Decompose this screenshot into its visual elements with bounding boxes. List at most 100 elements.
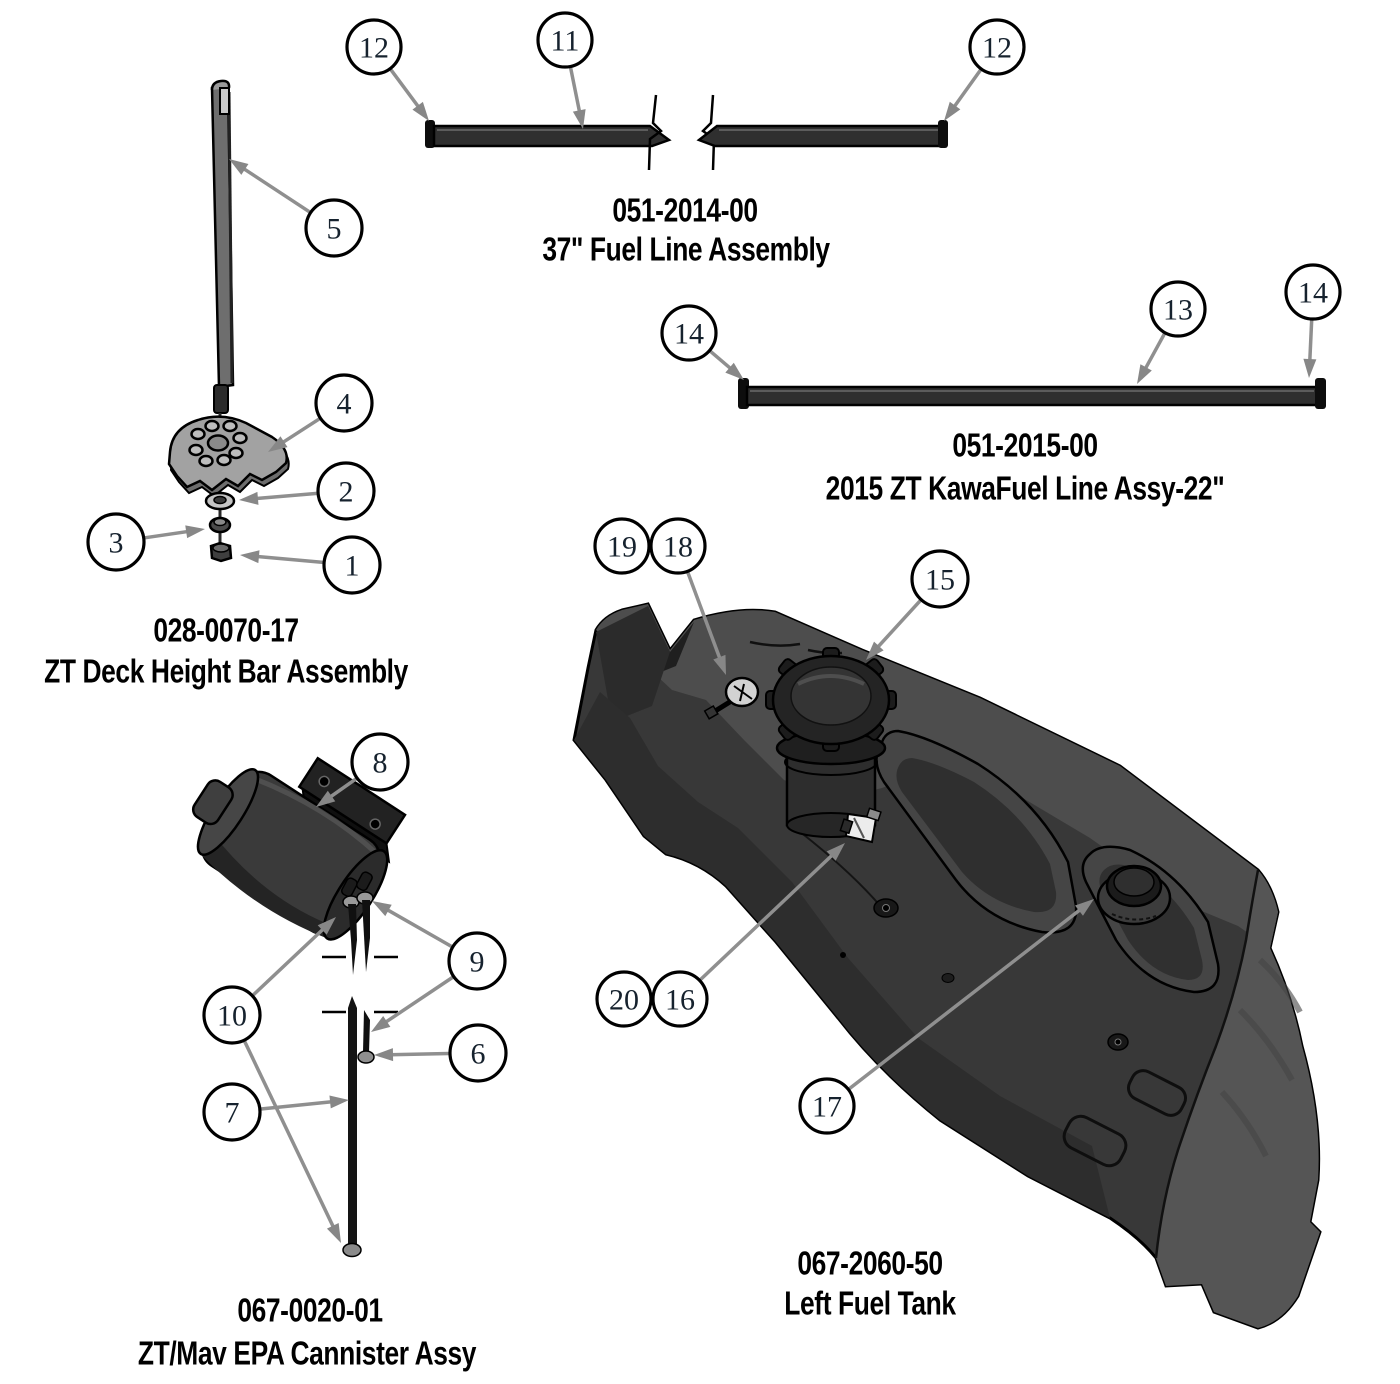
callout-7: 7 — [202, 1082, 349, 1142]
canister-nipple — [341, 877, 358, 898]
callout-number: 4 — [337, 388, 352, 421]
leader-arrowhead — [317, 917, 336, 935]
tank-part-name: Left Fuel Tank — [784, 1284, 956, 1322]
canister-end-cap — [191, 779, 234, 826]
callout-8: 8 — [316, 732, 410, 807]
leader-line — [280, 417, 321, 445]
canister-nipple — [356, 871, 373, 892]
callout-number: 3 — [109, 527, 124, 560]
callout-number: 16 — [665, 984, 695, 1017]
deck-part-number: 028-0070-17 — [153, 611, 299, 649]
callout-number: 15 — [925, 564, 955, 597]
callout-11: 11 — [536, 11, 594, 129]
callout-circle — [595, 970, 653, 1028]
leader-arrowhead — [268, 436, 288, 452]
hex-nut — [209, 541, 233, 563]
canister-part-number: 067-0020-01 — [237, 1291, 383, 1329]
leader-line — [389, 68, 421, 110]
leader-arrowhead — [826, 843, 845, 861]
callout-number: 2 — [339, 476, 354, 509]
callout-2: 2 — [239, 461, 376, 521]
rod-threaded-tip — [213, 384, 229, 414]
leader-line — [951, 68, 983, 110]
rod-keyway — [219, 87, 230, 115]
leader-line — [709, 349, 733, 371]
vent-hose-upper — [348, 904, 357, 975]
leader-arrowhead — [1137, 364, 1152, 384]
leader-arrowhead — [1075, 899, 1094, 916]
leader-arrowhead — [316, 790, 336, 807]
fuel-line-end-cap-right — [938, 120, 948, 148]
callout-number: 5 — [327, 213, 342, 246]
callout-19: 19 — [593, 517, 651, 575]
tank-groove-indents — [1062, 1069, 1188, 1168]
deck-height-bar-drawing — [167, 79, 290, 563]
callout-18: 18 — [649, 517, 726, 675]
leader-arrowhead — [713, 654, 726, 675]
leader-line — [255, 554, 324, 565]
line37-part-number: 051-2014-00 — [612, 191, 758, 229]
fuel-outlet-cap — [1096, 864, 1172, 926]
callout-number: 20 — [609, 984, 639, 1017]
callout-number: 18 — [663, 531, 693, 564]
leader-arrowhead — [944, 101, 961, 121]
leader-line — [686, 571, 723, 661]
callout-number: 17 — [812, 1091, 842, 1124]
callout-circle — [968, 18, 1026, 76]
callout-circle — [798, 1077, 856, 1135]
callout-number: 13 — [1163, 294, 1193, 327]
fuel-cap — [765, 647, 897, 752]
callout-circle — [649, 517, 707, 575]
callout-3: 3 — [86, 512, 205, 572]
leader-line — [568, 67, 582, 114]
callout-14: 14 — [1284, 263, 1342, 378]
leader-arrowhead — [725, 362, 744, 380]
callout-number: 8 — [373, 747, 388, 780]
callout-circle — [593, 517, 651, 575]
callout-12: 12 — [345, 18, 429, 121]
leader-arrowhead — [1303, 358, 1317, 378]
leader-arrowhead — [572, 109, 586, 129]
hose-clamp — [357, 1050, 375, 1064]
callout-circle — [202, 985, 262, 1045]
callout-number: 7 — [225, 1097, 240, 1130]
deck-part-name: ZT Deck Height Bar Assembly — [44, 652, 408, 690]
tank-vent-fitting — [703, 676, 760, 720]
callout-14: 14 — [660, 304, 744, 380]
leader-line — [383, 975, 454, 1025]
callout-circle — [651, 970, 709, 1028]
leader-arrowhead — [326, 1223, 341, 1243]
kawa-fuel-line-drawing — [738, 378, 1326, 409]
leader-line — [699, 852, 835, 982]
vent-hose-upper — [362, 900, 370, 972]
callout-number: 9 — [470, 946, 485, 979]
callout-circle — [1149, 280, 1207, 338]
rollover-valve — [839, 807, 882, 844]
hose-end-fitting — [342, 1242, 362, 1258]
leader-arrowhead — [239, 491, 259, 505]
tank-part-number: 067-2060-50 — [797, 1244, 943, 1282]
callout-circle — [447, 931, 507, 991]
fuel-line-body — [745, 385, 1319, 407]
callout-circle — [910, 549, 970, 609]
callout-number: 10 — [217, 1000, 247, 1033]
leader-arrowhead — [371, 1016, 391, 1032]
callout-circle — [1284, 263, 1342, 321]
fuel-line-37-drawing — [425, 94, 948, 171]
leader-arrowhead — [866, 641, 884, 660]
callout-12: 12 — [944, 18, 1026, 121]
callout-20: 20 — [595, 970, 653, 1028]
callout-number: 19 — [607, 531, 637, 564]
callout-circle — [86, 512, 146, 572]
leader-arrowhead — [240, 550, 260, 564]
callout-circle — [350, 732, 410, 792]
callout-circle — [536, 11, 594, 69]
leader-arrowhead — [372, 901, 392, 917]
callout-number: 14 — [674, 318, 704, 351]
leader-line — [1307, 319, 1314, 363]
leader-line — [389, 1051, 450, 1057]
leader-arrowhead — [185, 525, 205, 539]
